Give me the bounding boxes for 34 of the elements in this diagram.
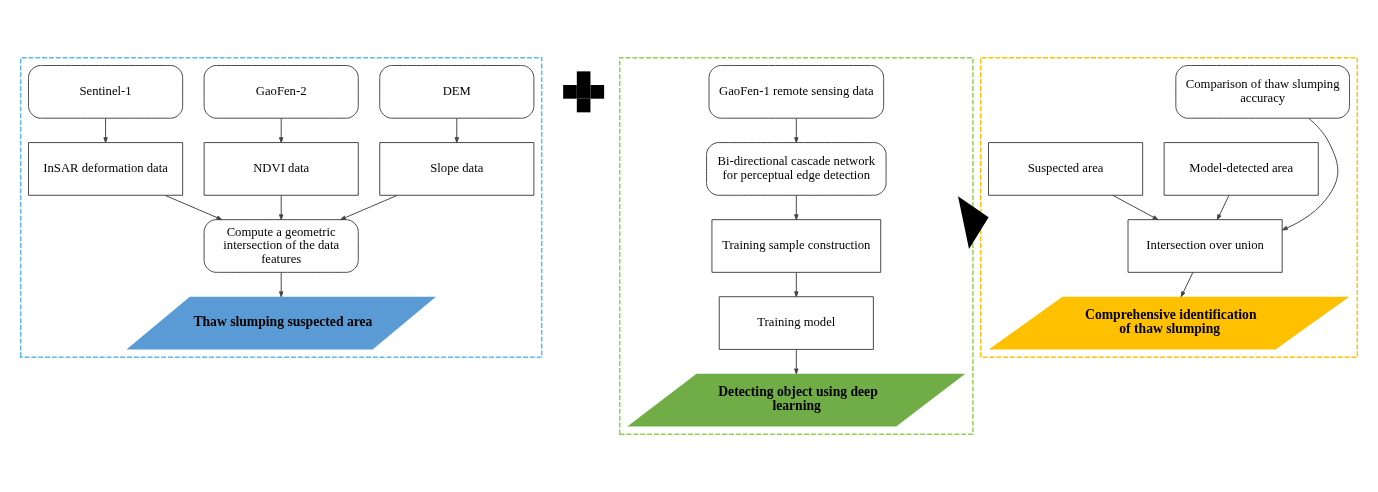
node-box: Slope data — [379, 142, 535, 196]
node-box: Intersection over union — [1127, 219, 1283, 273]
arrow — [103, 117, 108, 144]
cluster — [980, 57, 1358, 358]
node-box: Comparison of thaw slumping accuracy — [1175, 65, 1350, 119]
arrow — [958, 196, 989, 249]
node-box: Sentinel-1 — [28, 65, 184, 119]
node-box: Bi-directional cascade network for perceptual edge detection — [706, 142, 887, 196]
node-box: Compute a geometric intersection of the data features — [203, 219, 359, 273]
arrow — [794, 194, 799, 221]
arrow — [794, 271, 799, 298]
arrow — [279, 271, 284, 298]
arrow — [340, 194, 398, 221]
arrow — [279, 117, 284, 144]
arrow — [1180, 271, 1194, 298]
node-box: DEM — [379, 65, 535, 119]
arrow — [794, 117, 799, 144]
node-box: InSAR deformation data — [28, 142, 184, 196]
node-box: NDVI data — [203, 142, 359, 196]
arrow — [454, 117, 459, 144]
node-box: Model-detected area — [1163, 142, 1319, 196]
node-box: GaoFen-1 remote sensing data — [708, 65, 885, 119]
node-box: Training sample construction — [711, 219, 882, 273]
arrow — [1281, 117, 1339, 231]
cluster — [619, 57, 974, 436]
arrow — [1112, 194, 1159, 221]
cluster — [20, 57, 543, 358]
node-box: Training model — [718, 296, 874, 350]
node-box: GaoFen-2 — [203, 65, 359, 119]
arrow — [164, 194, 223, 221]
arrow — [1216, 194, 1230, 221]
arrow — [794, 349, 799, 375]
node-box: Suspected area — [988, 142, 1144, 196]
arrow — [279, 194, 284, 221]
